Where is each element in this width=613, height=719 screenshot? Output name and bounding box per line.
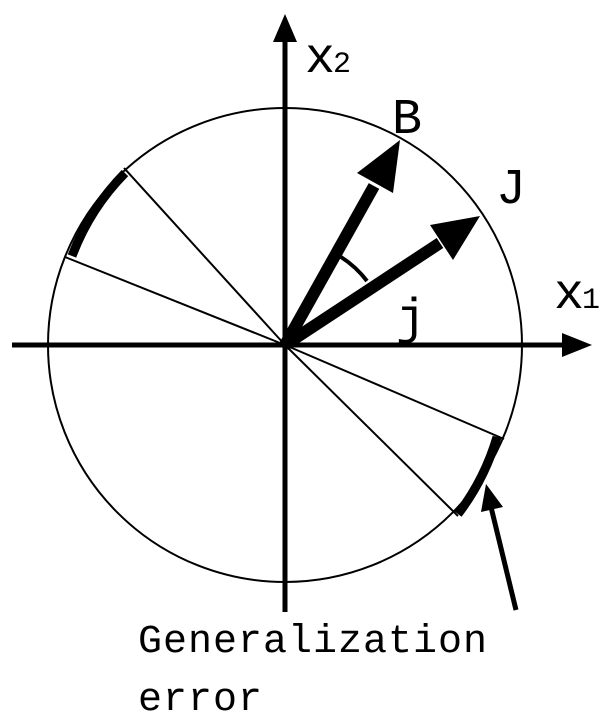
pointer-arrowhead	[481, 484, 503, 512]
lower-right-error-arc	[454, 435, 502, 517]
x2-axis-label: x2	[305, 31, 351, 88]
upper-left-error-arc	[67, 169, 129, 258]
upper-left-wedge-line-a	[123, 167, 286, 346]
vector-j-arrowhead	[430, 216, 480, 260]
lower-right-wedge-line-a	[284, 344, 505, 440]
vector-b-shaft	[279, 183, 380, 348]
x1-axis-label: x1	[554, 267, 600, 324]
angle-arc	[339, 255, 369, 283]
caption-line-2: error	[138, 678, 263, 719]
upper-left-wedge-line-b	[64, 256, 286, 346]
caption-line-1: Generalization	[138, 620, 488, 665]
lower-right-wedge-line-b	[284, 344, 459, 517]
vector-j-shaft	[281, 237, 444, 351]
vector-b-arrowhead	[357, 140, 400, 193]
vector-b-label: B	[392, 92, 422, 149]
vector-j-label: J	[496, 162, 526, 219]
pointer-arrow-shaft	[488, 506, 519, 611]
x1-arrowhead	[562, 333, 592, 357]
x2-arrowhead	[273, 14, 297, 42]
angle-j-label: j	[396, 292, 426, 349]
